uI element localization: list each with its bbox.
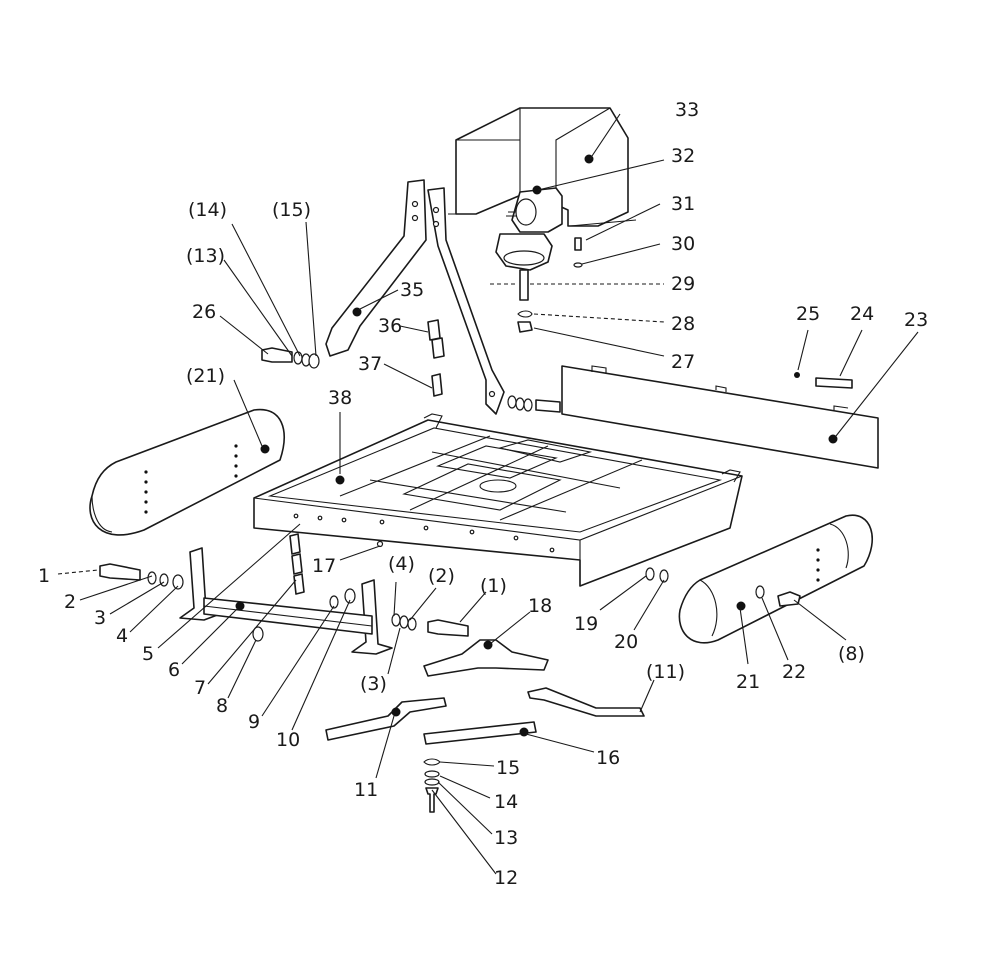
deck-frame <box>253 413 743 587</box>
callout-24: 24 <box>850 303 874 325</box>
callout-labels: 33 32 31 30 29 28 27 35 36 37 (14) (15) … <box>38 99 928 889</box>
pivot-bolt <box>507 395 561 413</box>
callout-p2: (2) <box>428 565 455 587</box>
callout-31: 31 <box>671 193 695 215</box>
output-shaft <box>490 269 533 333</box>
bolt-stack <box>423 758 441 813</box>
callout-p13: (13) <box>186 245 225 267</box>
callout-36: 36 <box>378 315 402 337</box>
callout-19: 19 <box>574 613 598 635</box>
pin <box>431 373 443 397</box>
rear-guard <box>561 365 879 469</box>
right-skid <box>678 514 873 644</box>
chain <box>427 319 445 359</box>
callout-23: 23 <box>904 309 928 331</box>
callout-p14: (14) <box>188 199 227 221</box>
callout-32: 32 <box>671 145 695 167</box>
callout-28: 28 <box>671 313 695 335</box>
callout-6: 6 <box>168 659 180 681</box>
a-frame-hitch <box>325 179 505 415</box>
callout-38: 38 <box>328 387 352 409</box>
callout-p21-left: (21) <box>186 365 225 387</box>
callout-17: 17 <box>312 555 336 577</box>
callout-4: 4 <box>116 625 128 647</box>
callout-p1: (1) <box>480 575 507 597</box>
hitch-pin-left <box>99 563 184 590</box>
hitch-bolt <box>261 347 320 369</box>
callout-15: 15 <box>496 757 520 779</box>
callout-3: 3 <box>94 607 106 629</box>
callout-14: 14 <box>494 791 518 813</box>
callout-30: 30 <box>671 233 695 255</box>
guard-bolt <box>794 372 853 389</box>
link-16 <box>423 721 537 745</box>
callout-7: 7 <box>194 677 206 699</box>
callout-p3: (3) <box>360 673 387 695</box>
callout-13: 13 <box>494 827 518 849</box>
callout-21-right: 21 <box>736 671 760 693</box>
callout-1: 1 <box>38 565 50 587</box>
callout-26: 26 <box>192 301 216 323</box>
callout-12: 12 <box>494 867 518 889</box>
callout-16: 16 <box>596 747 620 769</box>
callout-9: 9 <box>248 711 260 733</box>
callout-20: 20 <box>614 631 638 653</box>
callout-22: 22 <box>782 661 806 683</box>
callout-27: 27 <box>671 351 695 373</box>
gearbox <box>495 185 563 271</box>
callout-33: 33 <box>675 99 699 121</box>
callout-25: 25 <box>796 303 820 325</box>
left-skid <box>89 408 285 536</box>
callout-10: 10 <box>276 729 300 751</box>
front-chain <box>289 533 305 595</box>
hitch-pin-right <box>427 619 469 637</box>
link-11-left <box>325 697 447 741</box>
callout-p15: (15) <box>272 199 311 221</box>
callout-2: 2 <box>64 591 76 613</box>
callout-37: 37 <box>358 353 382 375</box>
gearbox-bolt <box>573 237 583 268</box>
callout-18: 18 <box>528 595 552 617</box>
leader-lines <box>57 113 919 875</box>
callout-5: 5 <box>142 643 154 665</box>
callout-p8: (8) <box>838 643 865 665</box>
callout-29: 29 <box>671 273 695 295</box>
callout-8: 8 <box>216 695 228 717</box>
link-11-right <box>527 687 645 717</box>
callout-11: 11 <box>354 779 378 801</box>
callout-p11-right: (11) <box>646 661 685 683</box>
center-bracket <box>423 639 549 677</box>
callout-p4: (4) <box>388 553 415 575</box>
callout-35: 35 <box>400 279 424 301</box>
